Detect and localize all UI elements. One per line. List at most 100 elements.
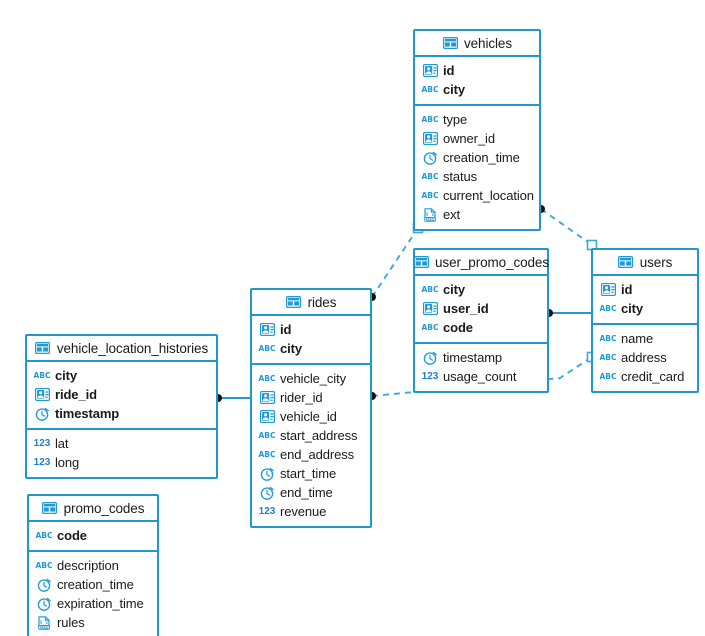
field-name: credit_card <box>621 369 685 384</box>
field-row[interactable]: creation_time <box>29 575 157 594</box>
field-row[interactable]: creation_time <box>415 148 539 167</box>
string-type-icon: ABC <box>33 370 51 380</box>
field-name: id <box>621 282 633 297</box>
field-name: usage_count <box>443 369 517 384</box>
field-row[interactable]: owner_id <box>415 129 539 148</box>
field-name: code <box>57 528 87 543</box>
field-name: user_id <box>443 301 489 316</box>
string-type-icon: ABC <box>421 84 439 94</box>
field-name: city <box>621 301 644 316</box>
table-icon <box>442 36 458 51</box>
entity-header-promo_codes[interactable]: promo_codes <box>29 496 157 522</box>
field-row[interactable]: end_time <box>252 483 370 502</box>
entity-header-vehicle_location_histories[interactable]: vehicle_location_histories <box>27 336 216 362</box>
field-name: status <box>443 169 478 184</box>
primary-key-icon <box>422 301 438 316</box>
entity-title: rides <box>307 294 337 310</box>
field-name: id <box>443 63 455 78</box>
entity-header-rides[interactable]: rides <box>252 290 370 316</box>
field-name: revenue <box>280 504 327 519</box>
field-name: timestamp <box>55 406 120 421</box>
entity-title: vehicles <box>464 35 512 51</box>
field-name: city <box>280 341 303 356</box>
field-row[interactable]: ride_id <box>27 385 216 404</box>
field-row[interactable]: id <box>252 320 370 339</box>
field-row[interactable]: start_time <box>252 464 370 483</box>
field-name: owner_id <box>443 131 495 146</box>
primary-key-icon <box>600 282 616 297</box>
relationship-vehicles-users[interactable] <box>537 205 598 251</box>
field-row[interactable]: user_id <box>415 299 547 318</box>
field-row[interactable]: rider_id <box>252 388 370 407</box>
field-row[interactable]: id <box>415 61 539 80</box>
field-row[interactable]: ABC city <box>415 80 539 99</box>
field-name: id <box>280 322 292 337</box>
string-type-icon: ABC <box>258 343 276 353</box>
string-type-icon: ABC <box>258 430 276 440</box>
field-name: expiration_time <box>57 596 144 611</box>
field-name: type <box>443 112 468 127</box>
table-icon <box>413 255 429 270</box>
primary-key-icon <box>422 63 438 78</box>
entity-header-user_promo_codes[interactable]: user_promo_codes <box>413 250 549 276</box>
primary-key-icon <box>259 390 275 405</box>
field-row[interactable]: id <box>593 280 697 299</box>
field-name: start_time <box>280 466 337 481</box>
string-type-icon: ABC <box>421 322 439 332</box>
field-row[interactable]: timestamp <box>27 404 216 423</box>
field-name: vehicle_city <box>280 371 346 386</box>
field-row[interactable]: ABC credit_card <box>593 367 697 386</box>
field-name: city <box>443 282 466 297</box>
field-row[interactable]: vehicle_id <box>252 407 370 426</box>
field-name: city <box>443 82 466 97</box>
field-row[interactable]: ABC city <box>27 366 216 385</box>
table-icon <box>35 341 51 356</box>
field-name: address <box>621 350 667 365</box>
field-name: lat <box>55 436 69 451</box>
relationship-upc-users[interactable] <box>545 309 591 317</box>
field-name: name <box>621 331 654 346</box>
relationship-vlh-rides[interactable] <box>214 394 250 402</box>
entity-header-users[interactable]: users <box>593 250 697 276</box>
string-type-icon: ABC <box>599 371 617 381</box>
timestamp-type-icon <box>259 466 275 481</box>
field-row[interactable]: timestamp <box>415 348 547 367</box>
field-row[interactable]: ABC city <box>252 339 370 358</box>
field-row[interactable]: expiration_time <box>29 594 157 613</box>
timestamp-type-icon <box>36 596 52 611</box>
entity-header-vehicles[interactable]: vehicles <box>415 31 539 57</box>
field-name: end_address <box>280 447 355 462</box>
field-name: city <box>55 368 78 383</box>
